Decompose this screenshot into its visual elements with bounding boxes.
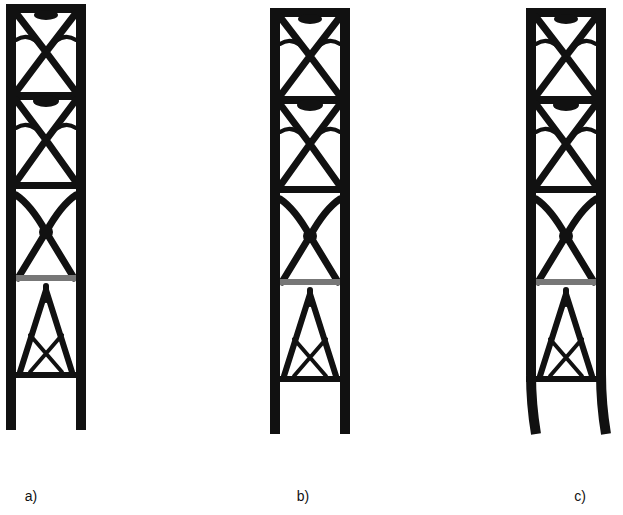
panel-label: b) [297,488,309,504]
panel-label: a) [25,488,37,504]
panel-label: c) [574,488,586,504]
